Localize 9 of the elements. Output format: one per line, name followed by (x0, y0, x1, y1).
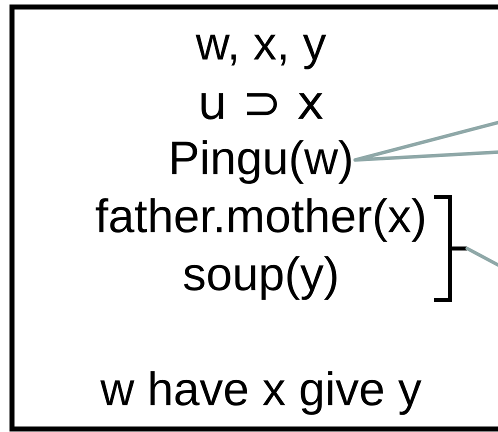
formula-text: father.mother(x) (96, 198, 424, 242)
formula-text: w, x, y (196, 34, 326, 70)
formula-text: w have x give y (100, 371, 422, 415)
text-box (10, 4, 498, 432)
leader-line (465, 246, 498, 268)
formula-text: soup(y) (184, 256, 336, 300)
formula-text: Pingu(w) (172, 140, 351, 184)
leader-line (353, 120, 498, 162)
formula-text: u ⊃ x (202, 92, 323, 120)
